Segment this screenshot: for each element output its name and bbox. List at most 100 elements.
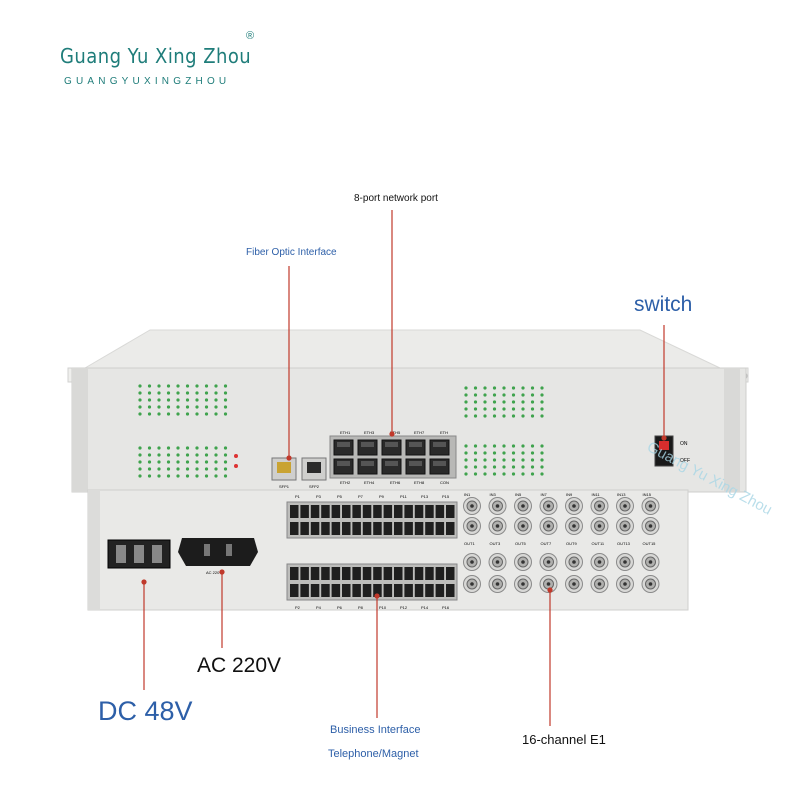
phone-port-label: P3 bbox=[316, 494, 322, 499]
left-upper-led bbox=[223, 412, 228, 416]
right-lower-led bbox=[511, 472, 516, 476]
left-lower-led bbox=[138, 474, 142, 478]
rj45-contacts bbox=[361, 461, 374, 466]
right-lower-led bbox=[483, 458, 487, 462]
left-upper-led bbox=[185, 398, 190, 402]
right-lower-led bbox=[464, 451, 468, 455]
rj11-port bbox=[342, 567, 351, 580]
rj11-port bbox=[446, 505, 455, 518]
callout-lines bbox=[141, 210, 667, 726]
right-upper-led bbox=[464, 407, 468, 411]
phone-port-label: P1 bbox=[295, 494, 301, 499]
bnc-pin bbox=[623, 560, 627, 564]
right-upper-led bbox=[483, 414, 487, 418]
right-lower-led bbox=[511, 458, 516, 462]
left-lower-led bbox=[147, 453, 152, 457]
rj45-contacts bbox=[385, 442, 398, 447]
right-lower-led bbox=[502, 465, 506, 469]
rj11-port bbox=[300, 584, 309, 597]
phone-port-label: P14 bbox=[421, 605, 429, 610]
chassis-top bbox=[83, 329, 721, 369]
upper-ear-left bbox=[72, 368, 88, 492]
phone-port-label: P8 bbox=[358, 605, 364, 610]
rj11-port bbox=[446, 584, 455, 597]
right-upper-led bbox=[521, 414, 525, 418]
rj11-port bbox=[414, 505, 424, 518]
left-upper-led bbox=[195, 391, 199, 395]
left-lower-led bbox=[138, 453, 142, 457]
eth-label-con: CON bbox=[440, 480, 449, 485]
left-lower-led bbox=[185, 446, 190, 450]
left-lower-led bbox=[166, 446, 171, 450]
left-lower-led bbox=[166, 474, 171, 478]
eth-label-8: ETH8 bbox=[414, 480, 425, 485]
sfp-label-2: SFP2 bbox=[309, 484, 320, 489]
right-upper-led bbox=[473, 393, 478, 397]
left-upper-led bbox=[147, 405, 152, 409]
brand-logo: Guang Yu Xing Zhou bbox=[60, 44, 252, 68]
switch-on-label: ON bbox=[680, 441, 688, 447]
left-upper-led bbox=[185, 405, 190, 409]
alarm-led bbox=[234, 464, 238, 468]
right-upper-led bbox=[492, 414, 497, 418]
upper-ear-right bbox=[724, 368, 740, 492]
left-lower-led bbox=[195, 460, 199, 464]
left-lower-led bbox=[214, 460, 218, 464]
right-lower-led bbox=[473, 451, 478, 455]
right-upper-led bbox=[540, 393, 544, 397]
e1-out-label: OUT5 bbox=[515, 541, 526, 546]
right-lower-led bbox=[492, 444, 497, 448]
dc-terminal-2 bbox=[134, 545, 144, 563]
left-upper-led bbox=[195, 384, 199, 388]
left-upper-led bbox=[185, 391, 190, 395]
rj11-port bbox=[404, 567, 413, 580]
rj11-port bbox=[290, 584, 299, 597]
right-lower-led bbox=[511, 444, 516, 448]
right-upper-led bbox=[540, 414, 544, 418]
rj11-port bbox=[435, 567, 445, 580]
left-lower-led bbox=[138, 467, 142, 471]
right-upper-led bbox=[502, 414, 506, 418]
rj11-port bbox=[310, 567, 320, 580]
left-upper-led bbox=[195, 412, 199, 416]
right-upper-led bbox=[473, 414, 478, 418]
left-upper-led bbox=[214, 391, 218, 395]
rj11-port bbox=[414, 522, 424, 535]
bnc-pin bbox=[572, 582, 576, 586]
rj11-port bbox=[310, 584, 320, 597]
left-lower-led bbox=[138, 446, 142, 450]
eth-label-4: ETH4 bbox=[364, 480, 375, 485]
right-upper-led bbox=[492, 400, 497, 404]
left-upper-led bbox=[195, 405, 199, 409]
right-lower-led bbox=[473, 472, 478, 476]
e1-in-label: IN7 bbox=[541, 492, 548, 497]
left-lower-led bbox=[195, 446, 199, 450]
right-lower-led bbox=[521, 465, 525, 469]
rj11-port bbox=[290, 522, 299, 535]
right-upper-led bbox=[521, 386, 525, 390]
sfp-label-1: SFP1 bbox=[279, 484, 290, 489]
e1-out-label: OUT11 bbox=[592, 541, 605, 546]
eth-label-eth: ETH bbox=[440, 430, 448, 435]
right-lower-led bbox=[502, 451, 506, 455]
left-upper-led bbox=[138, 398, 142, 402]
bnc-pin bbox=[597, 582, 602, 586]
dc-terminal-3 bbox=[152, 545, 162, 563]
bnc-pin bbox=[597, 504, 602, 508]
left-upper-led bbox=[195, 398, 199, 402]
right-lower-led bbox=[502, 444, 506, 448]
left-lower-led bbox=[195, 453, 199, 457]
bnc-pin bbox=[546, 560, 551, 564]
e1-out-label: OUT7 bbox=[541, 541, 552, 546]
rj11-port bbox=[321, 567, 330, 580]
phone-port-label: P9 bbox=[379, 494, 385, 499]
label-8-port-network: 8-port network port bbox=[354, 193, 438, 204]
right-upper-led bbox=[492, 407, 497, 411]
phone-port-label: P11 bbox=[400, 494, 408, 499]
left-upper-led bbox=[223, 398, 228, 402]
right-lower-led bbox=[492, 465, 497, 469]
rj11-port bbox=[373, 505, 382, 518]
left-upper-led bbox=[157, 412, 161, 416]
left-upper-led bbox=[204, 391, 209, 395]
